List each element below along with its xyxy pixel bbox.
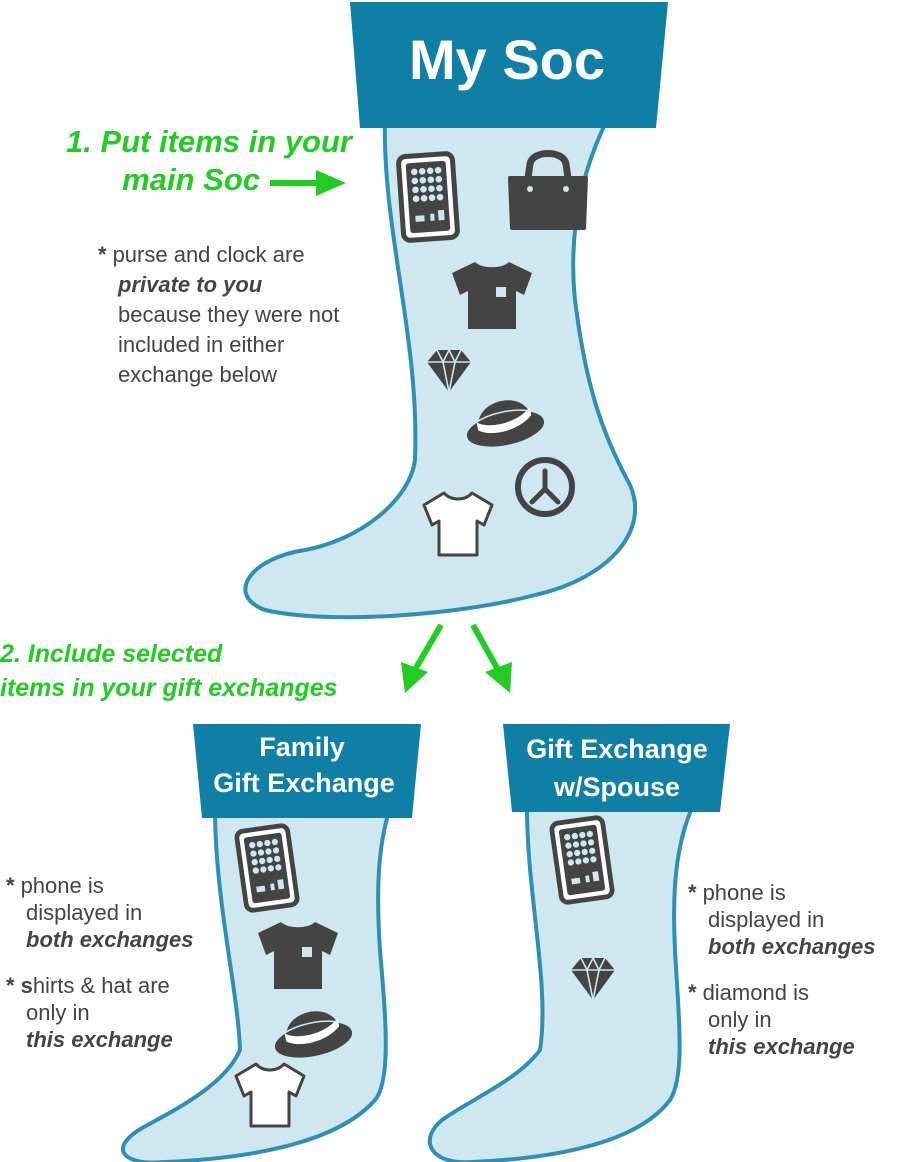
spouse-note1-line1: phone is [702,880,786,905]
spouse-note1-emph: both exchanges [708,934,876,959]
family-sock-title-line1: Family [259,732,345,762]
main-note-line3: because they were not [118,302,340,327]
family-sock-body [121,806,392,1162]
family-note2-line2: only in [26,1000,90,1025]
family-note2-emph: this exchange [26,1027,173,1052]
note-asterisk: * [6,973,15,998]
family-note1-line1: phone is [20,873,104,898]
family-note2-initial: s [20,973,33,998]
step1-line1: 1. Put items in your [66,124,352,159]
spouse-sock-title-line2: w/Spouse [553,772,680,802]
spouse-sock-title-line1: Gift Exchange [526,734,708,764]
family-note-phone: *phone is displayed in both exchanges [6,872,193,953]
main-note-line4: included in either [118,332,285,357]
family-sock-cuff [193,724,421,818]
family-sock: Family Gift Exchange [121,724,421,1162]
step1-line2: main Soc [122,162,260,197]
family-note2-line1: hirts & hat are [32,973,170,998]
clock-icon [515,457,575,517]
step2-label: 2. Include selected items in your gift e… [0,637,338,705]
spouse-note2-line2: only in [708,1007,772,1032]
purse-icon [508,150,588,230]
spouse-note2-emph: this exchange [708,1034,855,1059]
note-asterisk: * [6,873,15,898]
step1-label: 1. Put items in your main Soc [30,123,352,199]
main-note-emph: private to you [118,272,263,297]
main-note-line5: exchange below [118,362,278,387]
main-sock-title: My Soc [409,28,605,91]
spouse-note-diamond: *diamond is only in this exchange [688,979,855,1060]
family-note-shirts-hat: *shirts & hat are only in this exchange [6,972,173,1053]
main-sock-cuff [350,2,668,128]
family-sock-title-line2: Gift Exchange [213,768,395,798]
spouse-note1-line2: displayed in [708,907,825,932]
step1-arrow [270,170,346,196]
left-branch-arrow [401,623,444,693]
phone-icon [236,825,298,911]
spouse-note-phone: *phone is displayed in both exchanges [688,879,875,960]
family-note1-emph: both exchanges [26,927,194,952]
right-branch-arrow [470,623,512,693]
phone-icon [398,153,458,241]
note-asterisk: * [688,880,697,905]
family-note1-line2: displayed in [26,900,143,925]
spouse-sock-cuff [503,724,730,812]
step2-line1: 2. Include selected [0,640,223,668]
main-private-note: *purse and clock are private to you beca… [98,240,339,390]
spouse-sock-body [427,806,694,1162]
spouse-sock: Gift Exchange w/Spouse [427,724,730,1162]
step2-line2: items in your gift exchanges [0,674,338,702]
phone-icon [551,817,613,903]
note-asterisk: * [688,980,697,1005]
main-note-line1: purse and clock are [112,242,305,267]
spouse-note2-line1: diamond is [702,980,809,1005]
main-sock: My Soc [243,2,668,620]
note-asterisk: * [98,242,107,267]
